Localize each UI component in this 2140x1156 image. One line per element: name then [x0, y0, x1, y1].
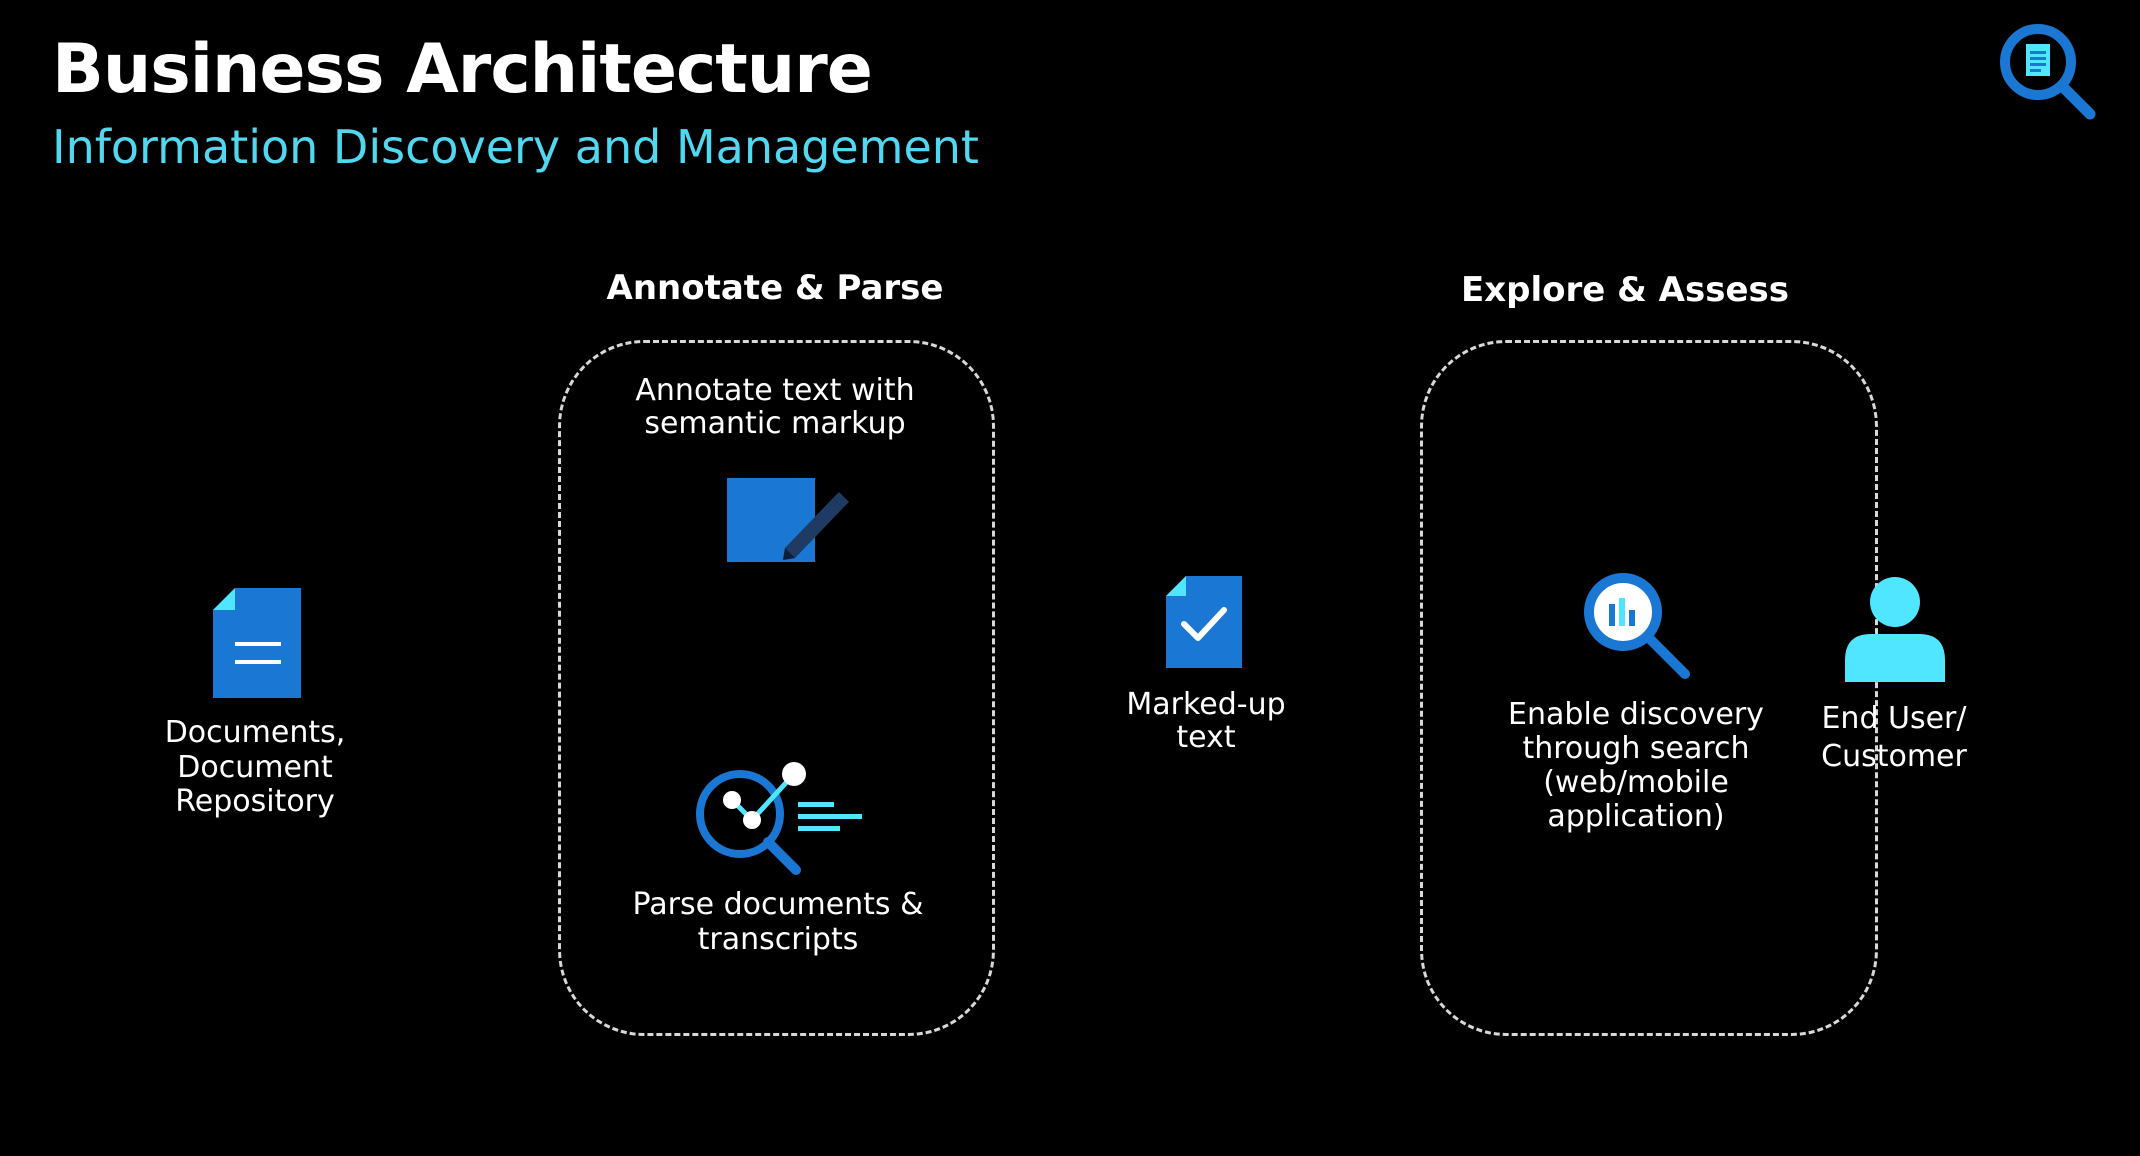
discovery-label: Enable discovery through search (web/mob…: [1508, 697, 1764, 834]
document-check-icon: [1166, 576, 1242, 668]
page-subtitle: Information Discovery and Management: [52, 120, 979, 174]
page-title: Business Architecture: [52, 30, 873, 109]
annotate-parse-group: [558, 340, 995, 1036]
parse-label: Parse documents & transcripts: [632, 887, 924, 957]
documents-label: Documents, Document Repository: [164, 715, 346, 819]
document-icon: [213, 588, 303, 700]
markedup-label: Marked-up text: [1126, 687, 1286, 755]
user-icon: [1843, 576, 1947, 682]
edit-square-icon: [727, 478, 851, 562]
enduser-label: End User/ Customer: [1821, 701, 1967, 774]
search-document-icon: [1996, 20, 2096, 120]
search-chart-icon: [1581, 570, 1691, 680]
annotate-label: Annotate text with semantic markup: [635, 373, 915, 441]
explore-assess-group: [1420, 340, 1878, 1036]
analytics-search-icon: [694, 758, 862, 876]
explore-assess-title: Explore & Assess: [1461, 270, 1789, 310]
annotate-parse-title: Annotate & Parse: [606, 268, 944, 308]
